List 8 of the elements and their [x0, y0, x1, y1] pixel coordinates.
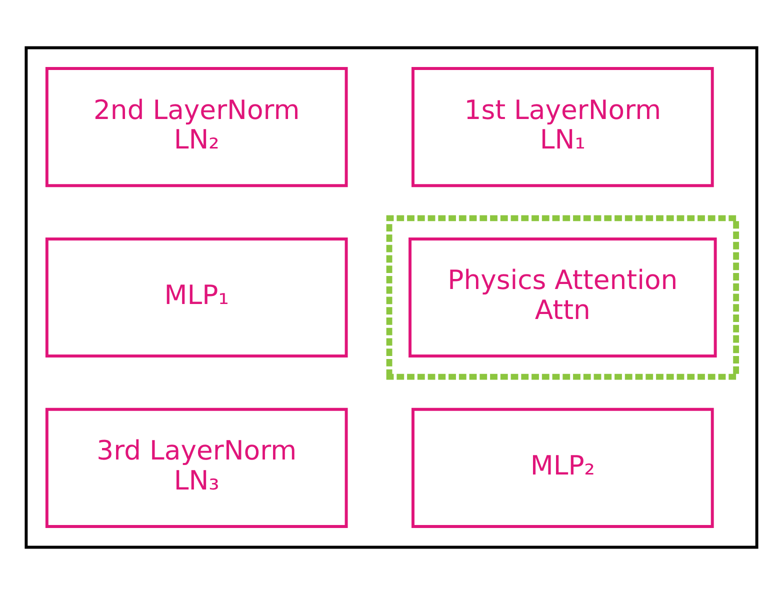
- node-box: MLP₁: [45, 236, 348, 358]
- node-box: 3rd LayerNorm LN₃: [45, 407, 348, 528]
- cluster: [24, 46, 758, 548]
- node-box: 2nd LayerNorm LN₂: [45, 66, 348, 187]
- node-box: MLP₂: [412, 407, 714, 528]
- node-box: 1st LayerNorm LN₁: [412, 66, 714, 187]
- cluster: [386, 214, 740, 380]
- node-box: Physics Attention Attn: [408, 236, 717, 358]
